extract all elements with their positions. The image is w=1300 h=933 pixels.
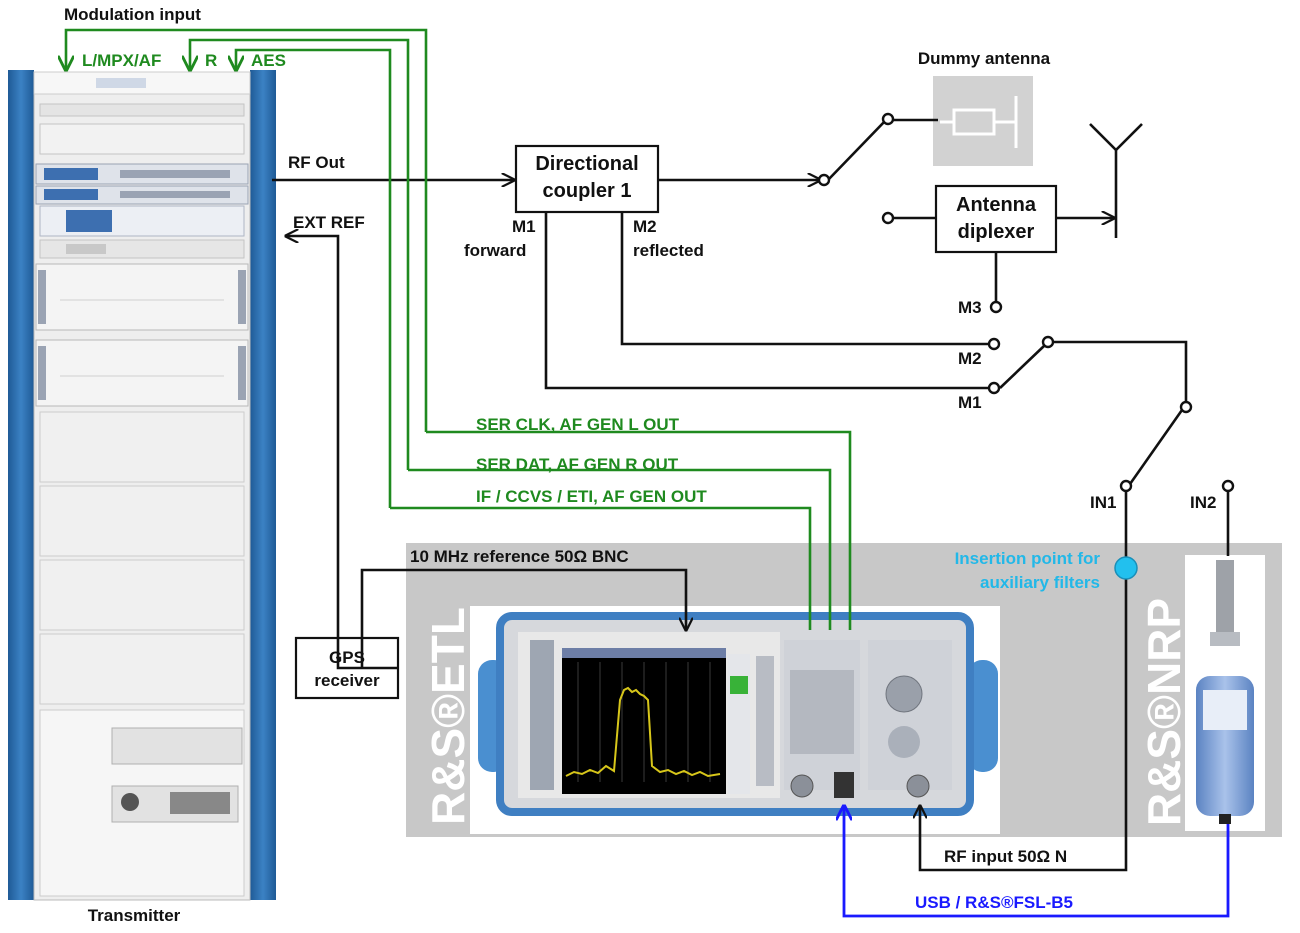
modulation-input-label: Modulation input <box>64 5 201 24</box>
usb-link-label: USB / R&S®FSL-B5 <box>915 893 1073 912</box>
dummy-antenna-label: Dummy antenna <box>918 49 1051 68</box>
m1-forward-port: M1 <box>512 217 536 236</box>
nrp-brand-label: R&S®NRP <box>1138 598 1190 826</box>
in1-label: IN1 <box>1090 493 1116 512</box>
ser-dat-label: SER DAT, AF GEN R OUT <box>476 455 679 474</box>
ser-clk-label: SER CLK, AF GEN L OUT <box>476 415 680 434</box>
coupler-label-line2: coupler 1 <box>543 180 632 202</box>
reflected-label: reflected <box>633 241 704 260</box>
nrp-sensor-image <box>1196 560 1254 824</box>
ext-ref-label: EXT REF <box>293 213 365 232</box>
r-label: R <box>205 51 217 70</box>
in2-label: IN2 <box>1190 493 1216 512</box>
diplexer-label-line2: diplexer <box>958 221 1035 243</box>
modulation-lines <box>66 28 852 630</box>
gps-label-line2: receiver <box>314 671 380 690</box>
insertion-point-line2: auxiliary filters <box>980 573 1100 592</box>
transmitter-label: Transmitter <box>88 906 181 925</box>
etl-brand-label: R&S®ETL <box>422 607 474 825</box>
transmitter-rack <box>8 70 276 901</box>
m2-reflected-port: M2 <box>633 217 657 236</box>
m3-port-label: M3 <box>958 298 982 317</box>
dummy-antenna-icon <box>933 76 1033 166</box>
usb-link-line <box>844 806 1230 918</box>
if-ccvs-eti-label: IF / CCVS / ETI, AF GEN OUT <box>476 487 707 506</box>
rf-signal-lines <box>272 118 1230 872</box>
diplexer-label-line1: Antenna <box>956 194 1037 216</box>
antenna-icon <box>1089 123 1143 238</box>
connection-nodes <box>817 112 1235 493</box>
etl-analyzer-image <box>470 606 1000 834</box>
antenna-diplexer-box <box>934 184 1058 254</box>
insertion-point-line1: Insertion point for <box>955 549 1101 568</box>
rf-input-label: RF input 50Ω N <box>944 847 1067 866</box>
switch-m2-label: M2 <box>958 349 982 368</box>
switch-m1-label: M1 <box>958 393 982 412</box>
l-mpx-af-label: L/MPX/AF <box>82 51 161 70</box>
forward-label: forward <box>464 241 526 260</box>
aes-label: AES <box>251 51 286 70</box>
reference-10mhz-label: 10 MHz reference 50Ω BNC <box>410 547 629 566</box>
gps-label-line1: GPS <box>329 648 365 667</box>
insertion-point-marker <box>1114 556 1138 580</box>
rf-out-label: RF Out <box>288 153 345 172</box>
coupler-label-line1: Directional <box>535 153 638 175</box>
directional-coupler-box <box>514 144 660 214</box>
